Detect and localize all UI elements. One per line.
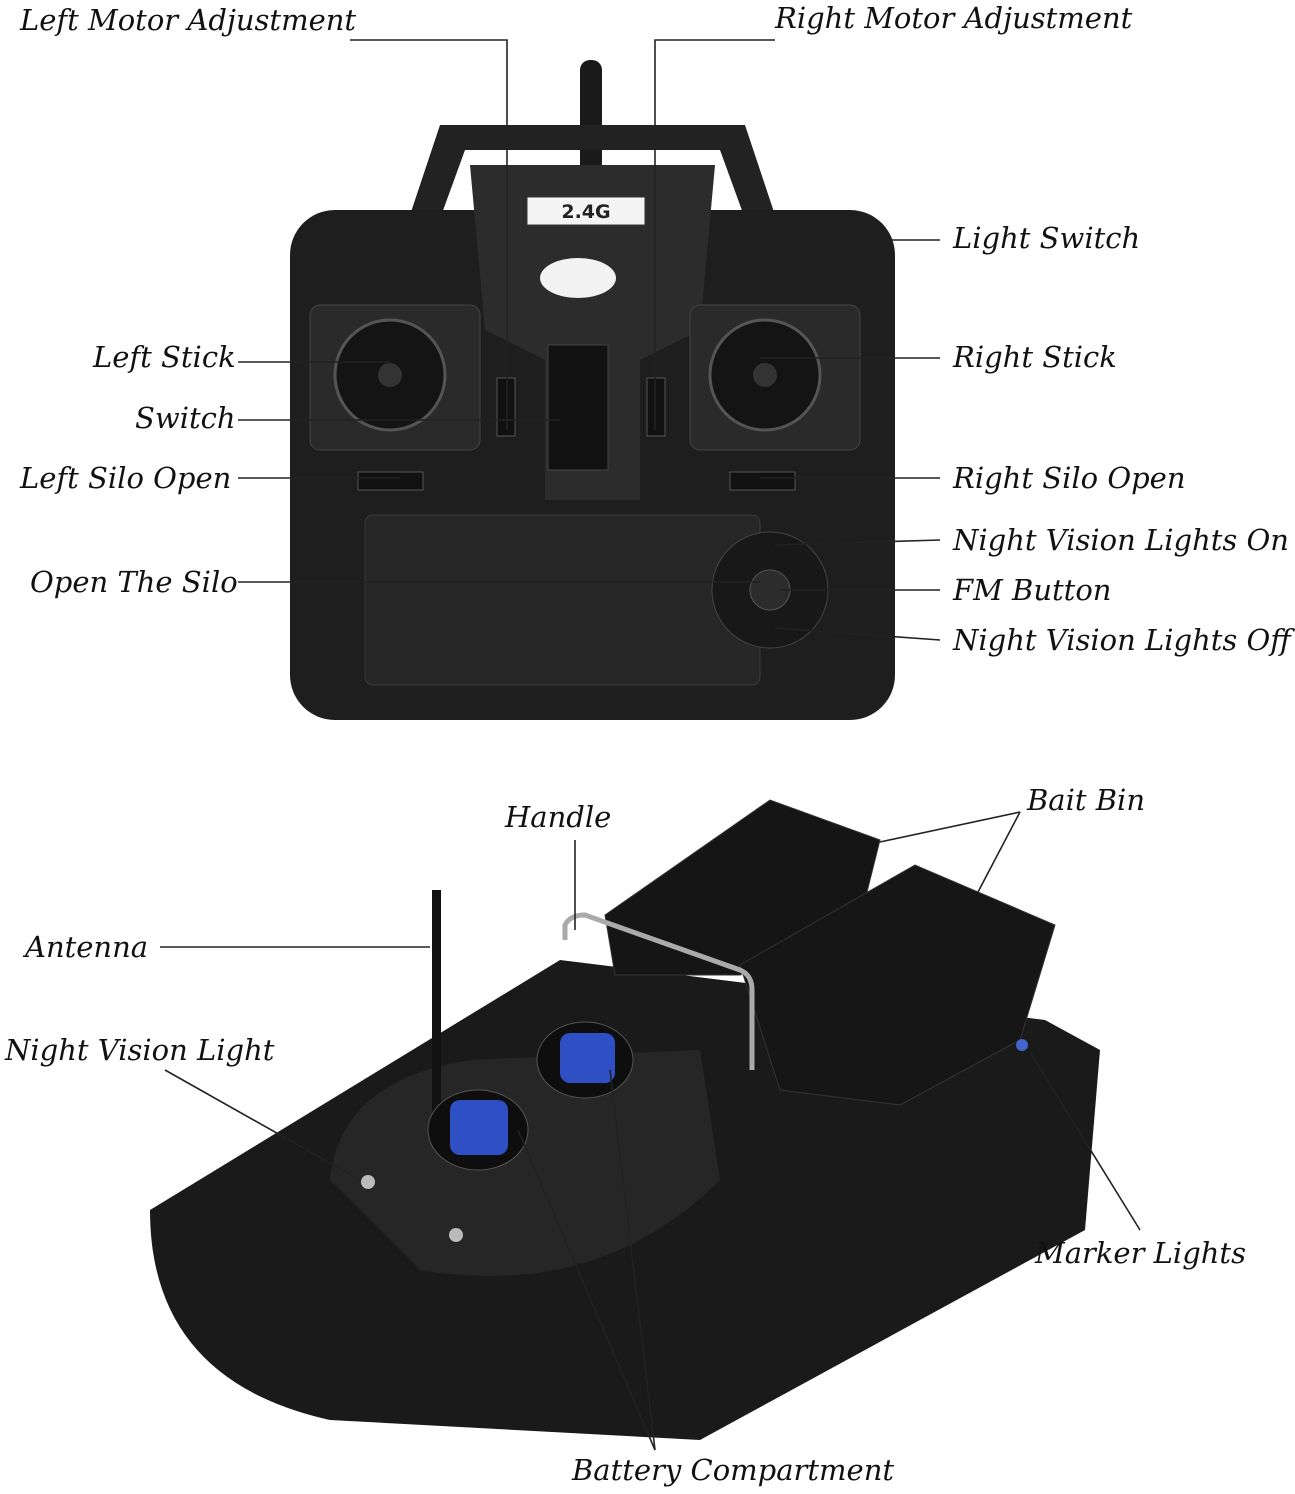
label-fm-button: FM Button xyxy=(952,573,1111,607)
label-night-vision-light: Night Vision Light xyxy=(4,1033,275,1067)
label-antenna: Antenna xyxy=(22,930,148,964)
label-handle: Handle xyxy=(504,800,611,834)
boat-handle xyxy=(562,912,755,1070)
frequency-badge: 2.4G xyxy=(561,201,610,223)
label-night-vision-on: Night Vision Lights On xyxy=(952,523,1289,557)
label-light-switch: Light Switch xyxy=(952,221,1140,255)
label-battery-compartment: Battery Compartment xyxy=(571,1453,894,1487)
left-trim[interactable] xyxy=(496,377,516,437)
remote-controller: 2.4G xyxy=(290,60,895,720)
power-indicator xyxy=(540,258,616,298)
labels: Left Motor Adjustment Right Motor Adjust… xyxy=(4,1,1295,1487)
night-light-2 xyxy=(449,1228,463,1242)
left-silo-switch[interactable] xyxy=(357,471,424,491)
label-night-vision-off: Night Vision Lights Off xyxy=(952,623,1295,657)
label-marker-lights: Marker Lights xyxy=(1034,1236,1246,1270)
leader-lines xyxy=(160,39,1141,1451)
power-switch[interactable] xyxy=(547,344,609,471)
night-light-1 xyxy=(361,1175,375,1189)
label-left-motor-adjustment: Left Motor Adjustment xyxy=(19,3,356,37)
label-left-stick: Left Stick xyxy=(92,340,236,374)
right-silo-switch[interactable] xyxy=(729,471,796,491)
label-bait-bin: Bait Bin xyxy=(1026,783,1145,817)
boat-antenna xyxy=(432,890,441,1120)
battery-lid-2 xyxy=(560,1033,615,1083)
controller-antenna xyxy=(580,60,602,180)
label-open-the-silo: Open The Silo xyxy=(30,565,238,599)
label-right-silo-open: Right Silo Open xyxy=(952,461,1186,495)
label-switch: Switch xyxy=(135,401,236,435)
label-right-stick: Right Stick xyxy=(952,340,1117,374)
battery-lid-1 xyxy=(450,1100,508,1155)
label-right-motor-adjustment: Right Motor Adjustment xyxy=(774,1,1133,35)
right-trim[interactable] xyxy=(646,377,666,437)
bait-boat xyxy=(150,799,1100,1440)
marker-light xyxy=(1016,1039,1028,1051)
label-left-silo-open: Left Silo Open xyxy=(19,461,231,495)
